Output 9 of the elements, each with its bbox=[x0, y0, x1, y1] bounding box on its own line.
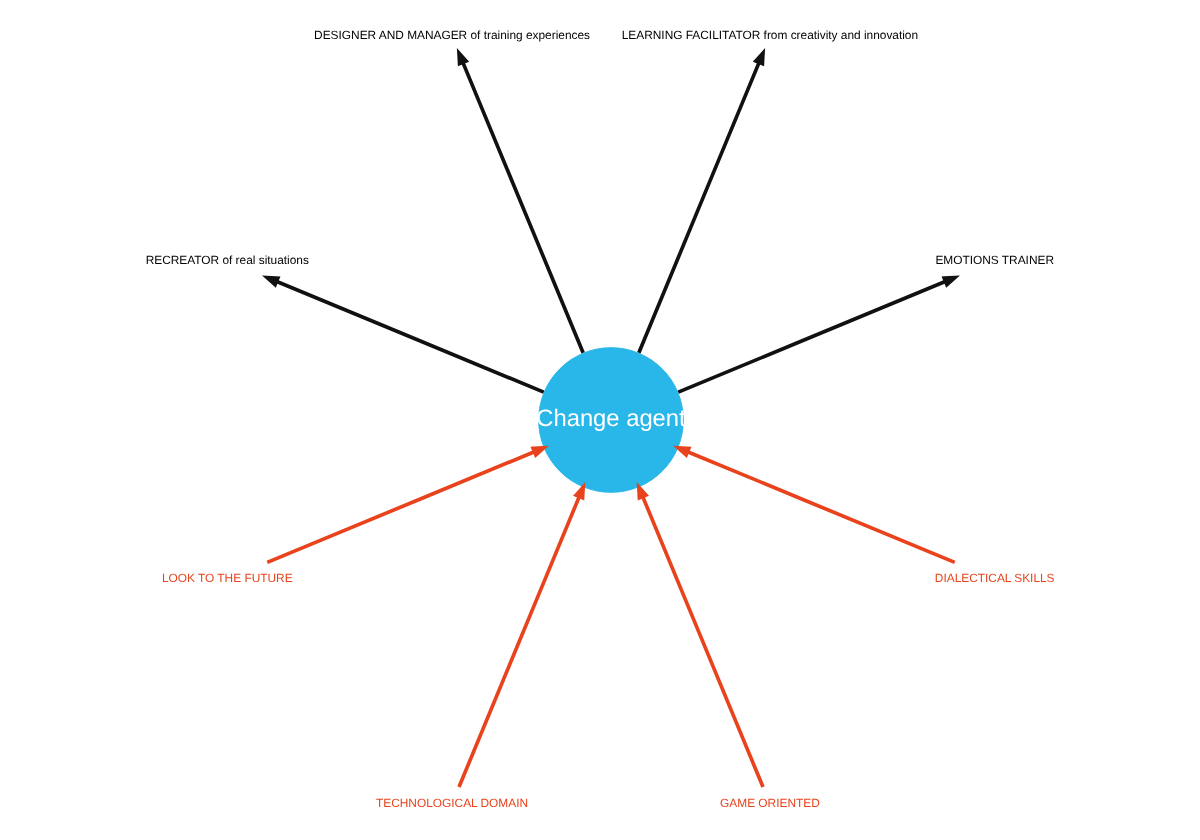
arrow bbox=[266, 445, 549, 565]
arrow bbox=[456, 47, 585, 354]
arrow bbox=[636, 482, 765, 788]
arrow bbox=[673, 445, 956, 565]
node-circle: Change agent bbox=[538, 347, 684, 493]
arrow bbox=[677, 275, 960, 394]
arrow bbox=[637, 47, 766, 354]
arrow bbox=[457, 482, 586, 788]
arrow bbox=[262, 275, 545, 394]
